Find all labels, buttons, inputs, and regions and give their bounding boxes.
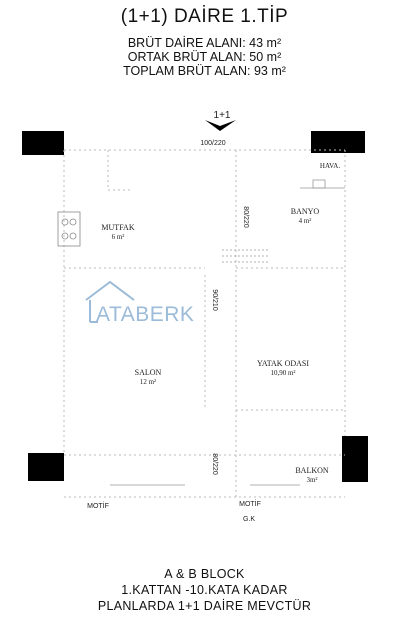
room-hava: HAVA.: [320, 162, 340, 170]
toplam-brut-alan: TOPLAM BRÜT ALAN: 93 m²: [123, 64, 286, 78]
motif-right: MOTİF: [239, 499, 261, 508]
corner-block-top-left: [22, 131, 64, 155]
room-balkon: BALKON: [295, 466, 329, 475]
room-mutfak: MUTFAK: [101, 223, 134, 232]
corner-block-top-right: [311, 131, 365, 153]
room-balkon-area: 3m²: [306, 476, 317, 484]
room-banyo-area: 4 m²: [299, 217, 312, 225]
door-balkon: 80/220: [211, 453, 218, 475]
room-banyo: BANYO: [291, 207, 320, 216]
room-yatak-area: 10,90 m²: [270, 369, 295, 377]
corner-block-bottom-left: [28, 453, 64, 481]
ataberk-logo: ATABERK: [85, 280, 194, 326]
brand-text: ATABERK: [96, 303, 194, 326]
wall-lines: [63, 149, 346, 500]
motif-left: MOTİF: [87, 501, 109, 510]
ortak-brut-alan: ORTAK BRÜT ALAN: 50 m²: [127, 50, 282, 64]
footer-availability: PLANLARDA 1+1 DAİRE MEVCTÜR: [97, 599, 312, 613]
footer-block: A & B BLOCK: [164, 567, 245, 581]
footer-notes: A & B BLOCK 1.KATTAN -10.KATA KADAR PLAN…: [0, 566, 409, 614]
door-yatak: 90/210: [211, 289, 218, 311]
area-summary: BRÜT DAİRE ALANI: 43 m² ORTAK BRÜT ALAN:…: [0, 36, 409, 78]
footer-floors: 1.KATTAN -10.KATA KADAR: [121, 583, 288, 597]
entrance-label: 1+1: [214, 110, 231, 121]
brut-daire-alani: BRÜT DAİRE ALANI: 43 m²: [127, 36, 282, 50]
corner-block-bottom-right: [342, 436, 368, 482]
stove-icon: [57, 211, 81, 247]
entrance-arrow-icon: [205, 120, 236, 131]
gk-label: G.K: [243, 516, 255, 523]
room-mutfak-area: 6 m²: [112, 233, 125, 241]
door-banyo: 80/220: [242, 206, 249, 228]
entrance-door-size: 100/220: [200, 140, 225, 147]
room-salon-area: 12 m²: [140, 378, 156, 386]
room-yatak: YATAK ODASI: [257, 359, 309, 368]
plan-title: (1+1) DAİRE 1.TİP: [120, 6, 289, 27]
bathroom-fixtures: [222, 179, 345, 263]
room-salon: SALON: [135, 368, 162, 377]
